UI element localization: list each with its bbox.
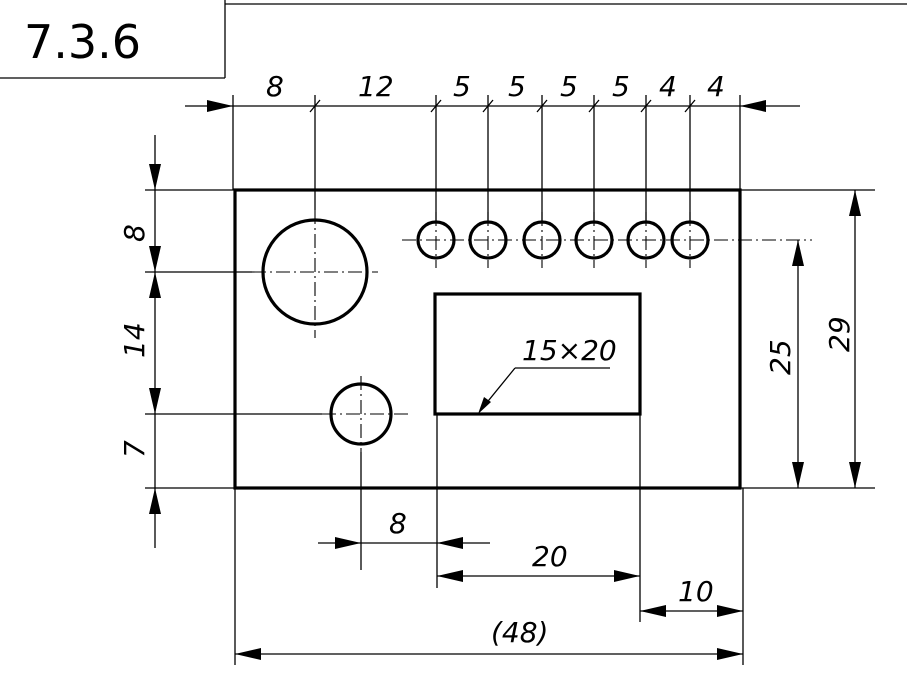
slot-callout: 15×20 [478,334,617,414]
dimension-label-top-4: 5 [560,70,578,103]
dimension-label-top-3: 5 [508,70,526,103]
dimension-label-bottom_slot: 20 [532,540,568,573]
dimension-label-right_outer: 29 [823,316,856,352]
dimension-label-left-2: 7 [118,440,151,458]
title-block: 7.3.6 [0,0,907,79]
dimension-label-top-5: 5 [612,70,630,103]
dimension-label-top-0: 8 [266,70,284,103]
dimension-label-top-6: 4 [659,70,677,103]
dimension-label-overall: (48) [491,616,548,649]
dimension-label-bottom_hole: 8 [389,507,407,540]
dimension-label-right_inner: 25 [764,339,797,375]
bottom-dimensions: 8 20 10 (48) [234,414,744,665]
slot-callout-label: 15×20 [522,334,617,367]
dimension-label-top-1: 12 [358,70,394,103]
hole-row [402,212,812,268]
left-dimension-chain: 8 14 7 [118,135,322,548]
right-dimensions: 25 29 [740,189,875,489]
dimension-label-top-7: 4 [707,70,725,103]
dimension-label-left-1: 14 [118,322,151,358]
top-dimension-chain: 8 12 5 5 5 5 4 4 [185,70,800,222]
rectangular-slot [433,292,642,416]
dimension-label-bottom_right: 10 [678,575,714,608]
dimension-label-top-2: 5 [453,70,471,103]
figure-number: 7.3.6 [24,15,141,69]
dimension-label-left-0: 8 [118,224,151,242]
